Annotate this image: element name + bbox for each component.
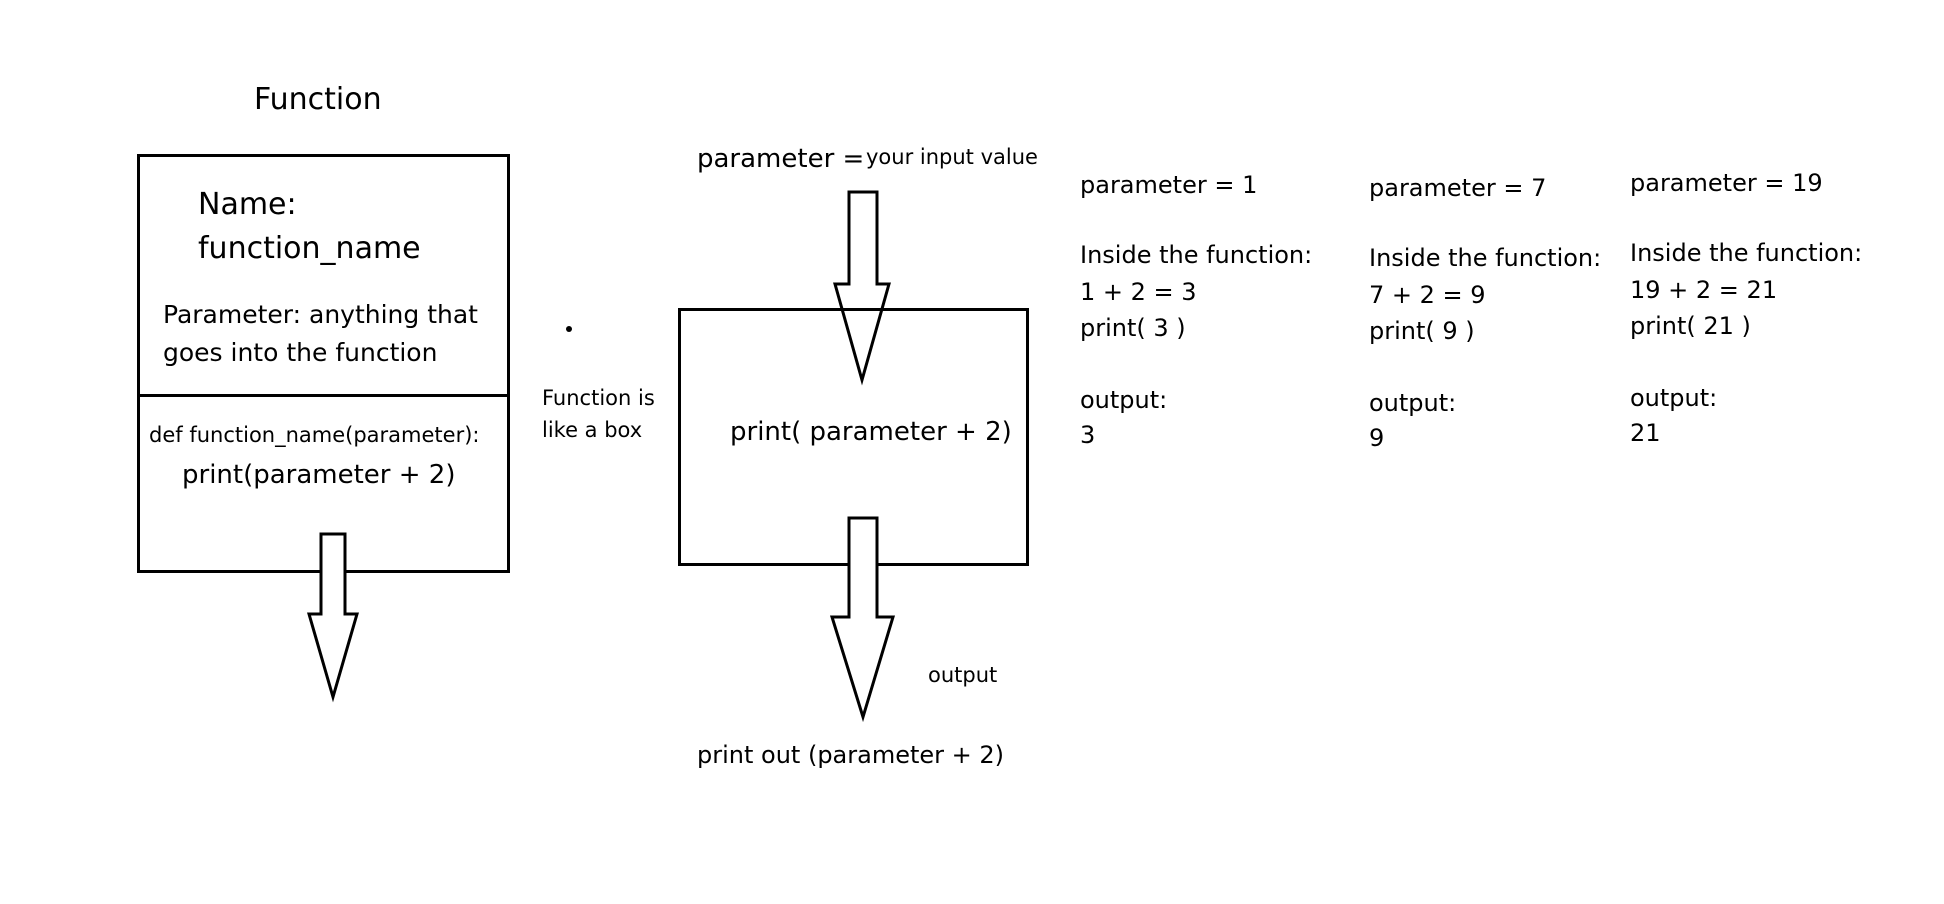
example-1-output-value: 3 xyxy=(1080,421,1096,449)
def-line: def function_name(parameter): xyxy=(149,423,480,447)
example-1-print: print( 3 ) xyxy=(1080,314,1186,342)
example-2-param: parameter = 7 xyxy=(1369,174,1547,202)
function-body-line: print(parameter + 2) xyxy=(182,460,456,490)
example-3-inside-label: Inside the function: xyxy=(1630,239,1863,267)
function-name-label: Name: xyxy=(198,187,297,222)
example-3-output-label: output: xyxy=(1630,384,1718,412)
example-1-inside-label: Inside the function: xyxy=(1080,241,1313,269)
input-arrow xyxy=(833,190,891,386)
example-3-print: print( 21 ) xyxy=(1630,312,1751,340)
example-2-print: print( 9 ) xyxy=(1369,317,1475,345)
output-label: output xyxy=(928,663,998,687)
example-1-output-label: output: xyxy=(1080,386,1168,414)
left-output-arrow xyxy=(307,532,359,703)
example-3-calc: 19 + 2 = 21 xyxy=(1630,276,1778,304)
parameter-desc-line2: goes into the function xyxy=(163,338,438,367)
diagram-title: Function xyxy=(254,82,382,117)
parameter-desc-line1: Parameter: anything that xyxy=(163,300,478,329)
example-2-output-value: 9 xyxy=(1369,424,1385,452)
input-parameter-desc: your input value xyxy=(866,145,1038,169)
function-name-value: function_name xyxy=(198,231,421,266)
example-2-inside-label: Inside the function: xyxy=(1369,244,1602,272)
output-arrow xyxy=(829,516,896,723)
result-text: print out (parameter + 2) xyxy=(697,741,1005,769)
input-parameter-word: parameter = xyxy=(697,144,865,174)
example-2-calc: 7 + 2 = 9 xyxy=(1369,281,1486,309)
analogy-line1: Function is xyxy=(542,386,655,410)
example-3-param: parameter = 19 xyxy=(1630,169,1823,197)
example-1-calc: 1 + 2 = 3 xyxy=(1080,278,1197,306)
box-body-text: print( parameter + 2) xyxy=(730,417,1012,447)
stray-dot xyxy=(566,326,572,332)
example-2-output-label: output: xyxy=(1369,389,1457,417)
example-3-output-value: 21 xyxy=(1630,419,1661,447)
analogy-line2: like a box xyxy=(542,418,643,442)
example-1-param: parameter = 1 xyxy=(1080,171,1258,199)
